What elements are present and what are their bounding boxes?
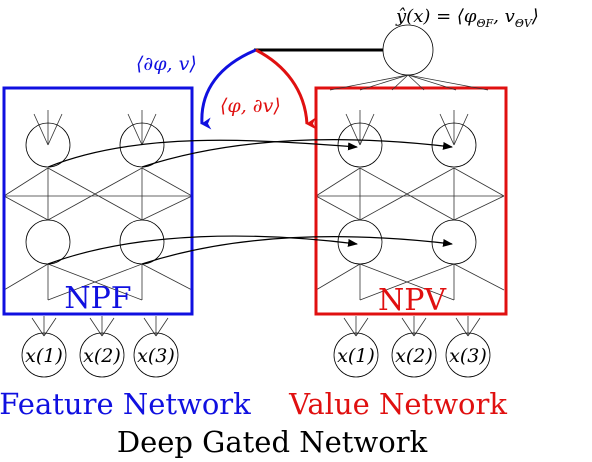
edge	[359, 167, 455, 221]
feature-caption: Feature Network	[0, 387, 251, 421]
value-input-label: x(1)	[337, 345, 375, 367]
edge	[359, 263, 455, 301]
gating-arrows	[47, 139, 453, 265]
edge	[47, 167, 143, 221]
value-input-label: x(3)	[449, 345, 487, 367]
edge	[3, 263, 49, 291]
edge	[315, 167, 361, 197]
value-inputs	[333, 316, 491, 378]
edge	[33, 113, 49, 146]
gate-arrow	[47, 139, 358, 168]
output-formula: ŷ(x) = ⟨φΘF, vΘV⟩	[395, 6, 539, 30]
value-input-node	[391, 332, 437, 378]
edge	[315, 263, 361, 291]
feature-box	[2, 86, 194, 316]
edge	[315, 195, 361, 221]
edge	[407, 74, 489, 91]
gate-arrow	[47, 235, 358, 265]
value-caption: Value Network	[288, 387, 507, 421]
value-box-label: NPV	[378, 283, 447, 318]
edge	[453, 167, 505, 197]
feature-input-label: x(1)	[25, 345, 63, 367]
value-input-node	[445, 332, 491, 378]
edge	[127, 113, 143, 146]
feature-input-node	[133, 332, 179, 378]
gate-arrow	[141, 236, 453, 265]
feature-input-node	[21, 332, 67, 378]
grad-value-arrow	[255, 48, 317, 130]
edge	[391, 74, 409, 91]
edge	[3, 195, 49, 221]
feature-input-label: x(3)	[137, 345, 175, 367]
edge	[141, 167, 193, 197]
edge	[453, 263, 505, 291]
feature-network	[3, 110, 193, 301]
edge	[453, 113, 469, 146]
grad-value-label: ⟨φ, ∂v⟩	[220, 95, 281, 117]
edge	[47, 113, 63, 146]
grad-feature-arrow	[200, 48, 257, 130]
edge	[407, 74, 425, 91]
edge	[141, 263, 193, 291]
value-node	[337, 122, 383, 168]
output	[329, 24, 489, 91]
edge	[141, 195, 193, 221]
edge	[47, 263, 143, 301]
output-node	[382, 24, 434, 76]
edge	[3, 167, 49, 197]
feature-node	[25, 219, 71, 265]
feature-input-node	[79, 332, 125, 378]
edge	[453, 195, 505, 221]
edge	[329, 74, 409, 91]
feature-inputs	[21, 316, 179, 378]
feature-input-label: x(2)	[83, 345, 121, 367]
feature-box-label: NPF	[64, 281, 131, 316]
edge	[439, 113, 455, 146]
diagram-title: Deep Gated Network	[117, 425, 428, 459]
edge	[407, 74, 457, 91]
value-input-label: x(2)	[395, 345, 433, 367]
edge	[141, 113, 157, 146]
value-input-node	[333, 332, 379, 378]
grad-feature-label: ⟨∂φ, v⟩	[136, 53, 197, 75]
edge	[359, 74, 409, 91]
gate-arrow	[141, 139, 453, 168]
value-box	[314, 86, 508, 316]
value-network	[315, 110, 505, 301]
